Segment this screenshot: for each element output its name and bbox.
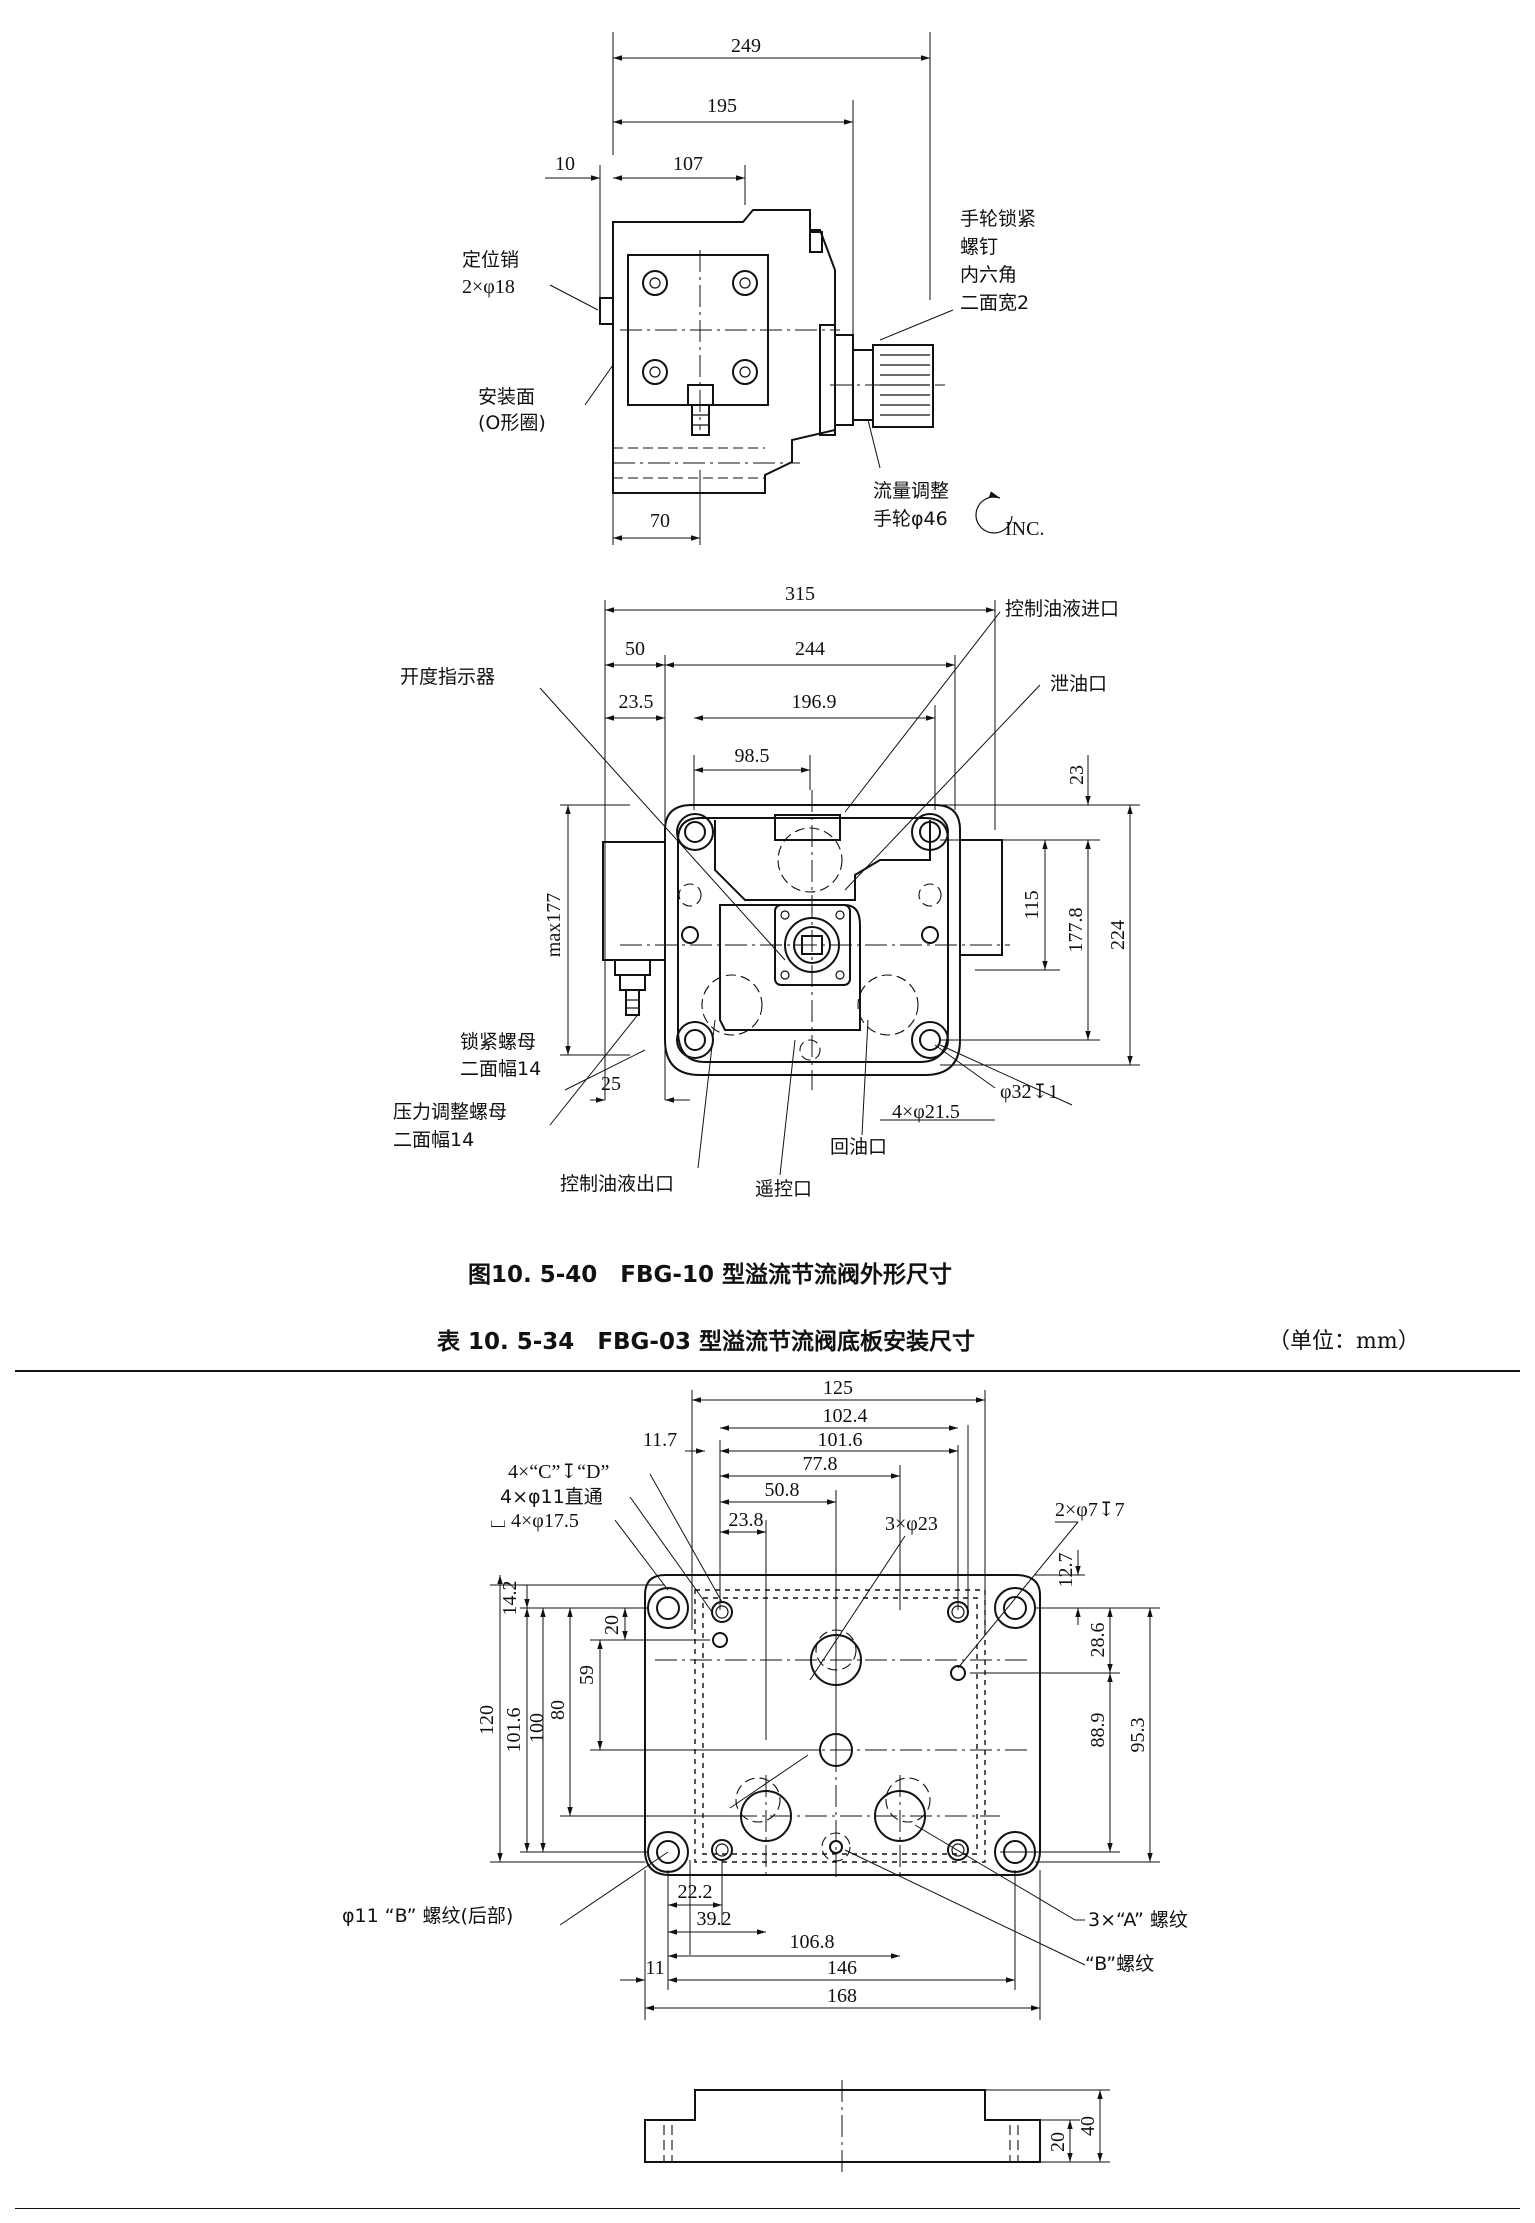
label-lock-screw-1: 手轮锁紧 bbox=[960, 208, 1036, 230]
dim-11-7: 11.7 bbox=[643, 1429, 677, 1451]
label-b-thread-back: φ11 “B” 螺纹(后部) bbox=[342, 1905, 513, 1927]
dim-88-9: 88.9 bbox=[1087, 1713, 1109, 1748]
dim-95-3: 95.3 bbox=[1127, 1718, 1149, 1753]
dim-23-8: 23.8 bbox=[729, 1509, 764, 1531]
dim-125: 125 bbox=[823, 1377, 853, 1399]
figure-front-view: 315 50 244 23.5 196.9 98.5 25 23 115 177… bbox=[393, 583, 1140, 1200]
dim-50: 50 bbox=[625, 638, 645, 660]
dim-224: 224 bbox=[1107, 920, 1129, 950]
label-flow-wheel-1: 流量调整 bbox=[873, 480, 949, 502]
unit-label: （单位：mm） bbox=[1268, 1329, 1420, 1354]
label-lock-screw-2: 螺钉 bbox=[960, 236, 998, 258]
label-pressure-nut-2: 二面幅14 bbox=[393, 1129, 474, 1151]
table-bottom-rule bbox=[15, 2208, 1520, 2209]
dim-115: 115 bbox=[1021, 890, 1043, 919]
dim-23-5: 23.5 bbox=[619, 691, 654, 713]
label-b-thread: “B”螺纹 bbox=[1085, 1953, 1154, 1975]
label-control-inlet: 控制油液进口 bbox=[1005, 598, 1119, 620]
table-title: 表 10. 5-34 FBG-03 型溢流节流阀底板安装尺寸 bbox=[437, 1329, 975, 1355]
dim-195: 195 bbox=[707, 95, 737, 117]
dim-50-8: 50.8 bbox=[765, 1479, 800, 1501]
dim-20-b: 20 bbox=[1047, 2132, 1069, 2152]
dim-2x7: 2×φ7↧7 bbox=[1055, 1499, 1125, 1521]
label-return-port: 回油口 bbox=[830, 1136, 887, 1158]
dim-146: 146 bbox=[827, 1957, 857, 1979]
dim-max177: max177 bbox=[543, 893, 565, 957]
label-drain-port: 泄油口 bbox=[1050, 673, 1107, 695]
label-mount-face-oring: (O形圈) bbox=[478, 412, 546, 434]
dim-28-6: 28.6 bbox=[1087, 1623, 1109, 1658]
dim-23: 23 bbox=[1066, 765, 1088, 785]
dim-106-8: 106.8 bbox=[790, 1931, 835, 1953]
dim-59: 59 bbox=[576, 1665, 598, 1685]
figure-base-plate: 125 102.4 101.6 11.7 77.8 50.8 23.8 14.2… bbox=[342, 1377, 1188, 2175]
dim-102-4: 102.4 bbox=[823, 1405, 868, 1427]
dim-244: 244 bbox=[795, 638, 825, 660]
label-locating-pin-size: 2×φ18 bbox=[462, 276, 515, 298]
label-control-outlet: 控制油液出口 bbox=[560, 1173, 674, 1195]
dim-20: 20 bbox=[601, 1615, 623, 1635]
label-locating-pin: 定位销 bbox=[462, 249, 519, 271]
label-pressure-nut-1: 压力调整螺母 bbox=[393, 1101, 507, 1123]
dim-phi32: φ32↧1 bbox=[1000, 1081, 1058, 1103]
label-a-thread: 3×“A” 螺纹 bbox=[1088, 1909, 1188, 1931]
dim-77-8: 77.8 bbox=[803, 1453, 838, 1475]
dim-107: 107 bbox=[673, 153, 703, 175]
dim-80: 80 bbox=[547, 1700, 569, 1720]
label-opening-indicator: 开度指示器 bbox=[400, 666, 495, 688]
dim-120: 120 bbox=[476, 1705, 498, 1735]
dim-11: 11 bbox=[645, 1957, 664, 1979]
dim-100: 100 bbox=[526, 1713, 548, 1743]
dim-4x21-5: 4×φ21.5 bbox=[892, 1101, 960, 1123]
dim-196-9: 196.9 bbox=[792, 691, 837, 713]
dim-101-6: 101.6 bbox=[818, 1429, 863, 1451]
dim-70: 70 bbox=[650, 510, 670, 532]
dim-40: 40 bbox=[1077, 2116, 1099, 2136]
label-lock-screw-3: 内六角 bbox=[960, 264, 1017, 286]
table-top-rule bbox=[15, 1370, 1520, 1372]
dim-3x23: 3×φ23 bbox=[885, 1513, 938, 1535]
label-holes-11: 4×φ11直通 bbox=[500, 1486, 603, 1508]
dim-39-2: 39.2 bbox=[697, 1908, 732, 1930]
label-inc: INC. bbox=[1005, 518, 1044, 540]
label-holes-17-5: ⌴ 4×φ17.5 bbox=[490, 1510, 579, 1532]
label-mount-face: 安装面 bbox=[478, 386, 535, 408]
dim-177-8: 177.8 bbox=[1065, 908, 1087, 953]
dim-168: 168 bbox=[827, 1985, 857, 2007]
label-flow-wheel-2: 手轮φ46 bbox=[873, 508, 948, 530]
dim-315: 315 bbox=[785, 583, 815, 605]
label-remote-port: 遥控口 bbox=[755, 1178, 812, 1200]
label-holes-c-d: 4×“C”↧“D” bbox=[508, 1461, 609, 1483]
dim-12-7: 12.7 bbox=[1055, 1553, 1077, 1588]
dim-14-2: 14.2 bbox=[499, 1581, 521, 1616]
dim-22-2: 22.2 bbox=[678, 1881, 713, 1903]
figure-caption: 图10. 5-40 FBG-10 型溢流节流阀外形尺寸 bbox=[468, 1262, 952, 1288]
dim-249: 249 bbox=[731, 35, 761, 57]
label-lock-screw-4: 二面宽2 bbox=[960, 292, 1029, 314]
dim-101-6-v: 101.6 bbox=[503, 1708, 525, 1753]
label-lock-nut-1: 锁紧螺母 bbox=[460, 1031, 536, 1053]
figure-side-view: 249 195 10 107 70 定位销 2×φ18 安装面 (O形圈) 手轮… bbox=[462, 32, 1044, 545]
dim-98-5: 98.5 bbox=[735, 745, 770, 767]
dim-10: 10 bbox=[555, 153, 575, 175]
dim-25: 25 bbox=[601, 1073, 621, 1095]
label-lock-nut-2: 二面幅14 bbox=[460, 1058, 541, 1080]
